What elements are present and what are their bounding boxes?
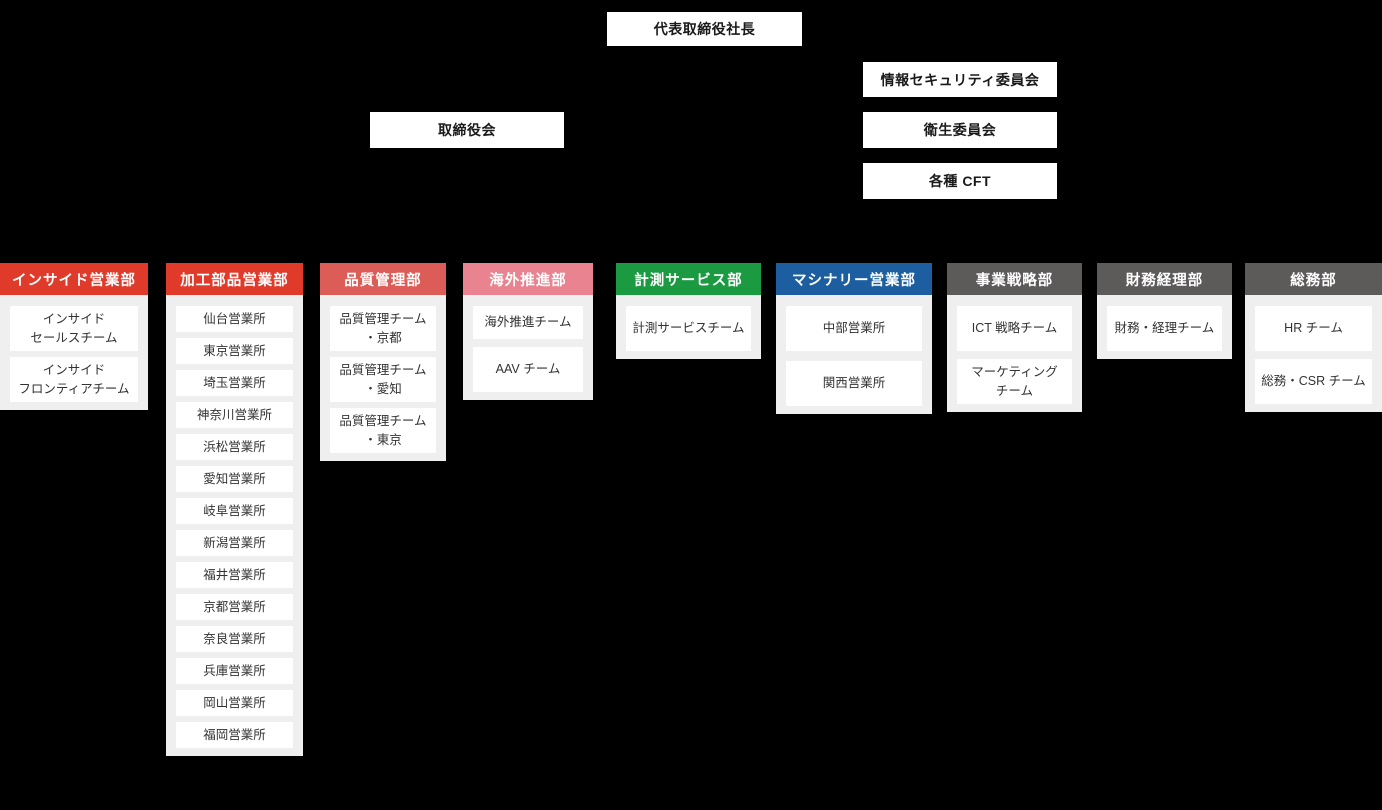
org-item-label: 福井営業所	[203, 567, 266, 582]
org-item: AAV チーム	[473, 347, 583, 392]
department-body: 財務・経理チーム	[1097, 295, 1232, 359]
org-item-label: 計測サービスチーム	[632, 321, 745, 336]
org-item-label: 京都営業所	[203, 599, 266, 614]
org-item-label: 品質管理チーム	[339, 414, 427, 429]
department-body: ICT 戦略チームマーケティングチーム	[947, 295, 1082, 412]
org-item-label: インサイド	[42, 312, 106, 327]
org-item-label: 海外推進チーム	[484, 315, 572, 330]
org-item: 品質管理チーム・京都	[330, 306, 436, 351]
org-item-label: 新潟営業所	[203, 535, 266, 550]
org-item: 中部営業所	[786, 306, 922, 351]
org-item: ICT 戦略チーム	[957, 306, 1072, 351]
org-item-label: ・京都	[364, 330, 402, 345]
department-header: 財務経理部	[1097, 263, 1232, 295]
org-item: インサイドセールスチーム	[10, 306, 138, 351]
president-box: 代表取締役社長	[607, 12, 802, 46]
org-item-label: 愛知営業所	[203, 471, 266, 486]
org-item-label: 奈良営業所	[203, 631, 266, 646]
department-header: 計測サービス部	[616, 263, 761, 295]
department-header: 総務部	[1245, 263, 1382, 295]
board-of-directors-box: 取締役会	[370, 112, 564, 148]
org-item: インサイドフロンティアチーム	[10, 357, 138, 402]
org-item-label: 岡山営業所	[203, 695, 266, 710]
org-item: 計測サービスチーム	[626, 306, 751, 351]
org-item: 財務・経理チーム	[1107, 306, 1222, 351]
org-item: 兵庫営業所	[176, 658, 293, 684]
org-item: 愛知営業所	[176, 466, 293, 492]
org-item-label: ・愛知	[364, 381, 402, 396]
department-header: インサイド営業部	[0, 263, 148, 295]
department-column: インサイド営業部インサイドセールスチームインサイドフロンティアチーム	[0, 263, 148, 410]
org-item: 関西営業所	[786, 361, 922, 406]
org-item: 品質管理チーム・東京	[330, 408, 436, 453]
department-body: インサイドセールスチームインサイドフロンティアチーム	[0, 295, 148, 410]
department-column: 海外推進部海外推進チーム AAV チーム	[463, 263, 593, 400]
org-item-label: 品質管理チーム	[339, 312, 427, 327]
org-item: 神奈川営業所	[176, 402, 293, 428]
committee-box-cft: 各種 CFT	[863, 163, 1057, 199]
org-item: 京都営業所	[176, 594, 293, 620]
org-item: 東京営業所	[176, 338, 293, 364]
org-item-label: 埼玉営業所	[203, 375, 266, 390]
department-column: 財務経理部財務・経理チーム	[1097, 263, 1232, 359]
committee-box-hygiene: 衛生委員会	[863, 112, 1057, 148]
org-item-label: HR チーム	[1284, 321, 1343, 336]
department-column: 加工部品営業部仙台営業所東京営業所埼玉営業所神奈川営業所浜松営業所愛知営業所岐阜…	[166, 263, 303, 756]
org-item: HR チーム	[1255, 306, 1372, 351]
org-item: マーケティングチーム	[957, 359, 1072, 404]
org-item-label: ICT 戦略チーム	[971, 321, 1058, 336]
department-body: 海外推進チーム AAV チーム	[463, 295, 593, 400]
org-item-label: 福岡営業所	[203, 727, 266, 742]
org-item: 埼玉営業所	[176, 370, 293, 396]
org-item-label: 岐阜営業所	[203, 503, 266, 518]
org-item-label: 総務・CSR チーム	[1261, 374, 1366, 389]
department-header: 事業戦略部	[947, 263, 1082, 295]
org-item-label: 兵庫営業所	[203, 663, 266, 678]
org-item-label: 神奈川営業所	[196, 407, 272, 422]
department-body: 品質管理チーム・京都品質管理チーム・愛知品質管理チーム・東京	[320, 295, 446, 461]
department-body: 計測サービスチーム	[616, 295, 761, 359]
org-item: 奈良営業所	[176, 626, 293, 652]
org-item-label: ・東京	[364, 432, 402, 447]
department-column: 品質管理部品質管理チーム・京都品質管理チーム・愛知品質管理チーム・東京	[320, 263, 446, 461]
org-item-label: チーム	[995, 383, 1034, 398]
org-item: 品質管理チーム・愛知	[330, 357, 436, 402]
department-body: HR チーム総務・CSR チーム	[1245, 295, 1382, 412]
org-item: 仙台営業所	[176, 306, 293, 332]
department-body: 中部営業所関西営業所	[776, 295, 932, 414]
org-item-label: 品質管理チーム	[339, 363, 427, 378]
org-item-label: フロンティアチーム	[18, 381, 130, 396]
org-item-label: マーケティング	[971, 365, 1058, 380]
department-column: 計測サービス部計測サービスチーム	[616, 263, 761, 359]
committee-box-information-security: 情報セキュリティ委員会	[863, 62, 1057, 97]
department-column: マシナリー営業部中部営業所関西営業所	[776, 263, 932, 414]
org-item-label: 中部営業所	[822, 321, 886, 336]
org-item: 福岡営業所	[176, 722, 293, 748]
org-item-label: 関西営業所	[822, 376, 886, 391]
org-item: 岐阜営業所	[176, 498, 293, 524]
org-item: 浜松営業所	[176, 434, 293, 460]
org-item: 海外推進チーム	[473, 306, 583, 339]
org-item-label: セールスチーム	[30, 330, 118, 345]
org-item-label: 財務・経理チーム	[1114, 321, 1215, 336]
org-item: 総務・CSR チーム	[1255, 359, 1372, 404]
org-item-label: 浜松営業所	[203, 439, 266, 454]
org-item-label: AAV チーム	[495, 362, 561, 377]
department-header: マシナリー営業部	[776, 263, 932, 295]
org-item: 岡山営業所	[176, 690, 293, 716]
org-item-label: 東京営業所	[203, 343, 266, 358]
org-item: 福井営業所	[176, 562, 293, 588]
org-item-label: インサイド	[42, 363, 106, 378]
org-item-label: 仙台営業所	[203, 311, 266, 326]
department-header: 品質管理部	[320, 263, 446, 295]
department-body: 仙台営業所東京営業所埼玉営業所神奈川営業所浜松営業所愛知営業所岐阜営業所新潟営業…	[166, 295, 303, 756]
department-header: 海外推進部	[463, 263, 593, 295]
department-header: 加工部品営業部	[166, 263, 303, 295]
org-item: 新潟営業所	[176, 530, 293, 556]
